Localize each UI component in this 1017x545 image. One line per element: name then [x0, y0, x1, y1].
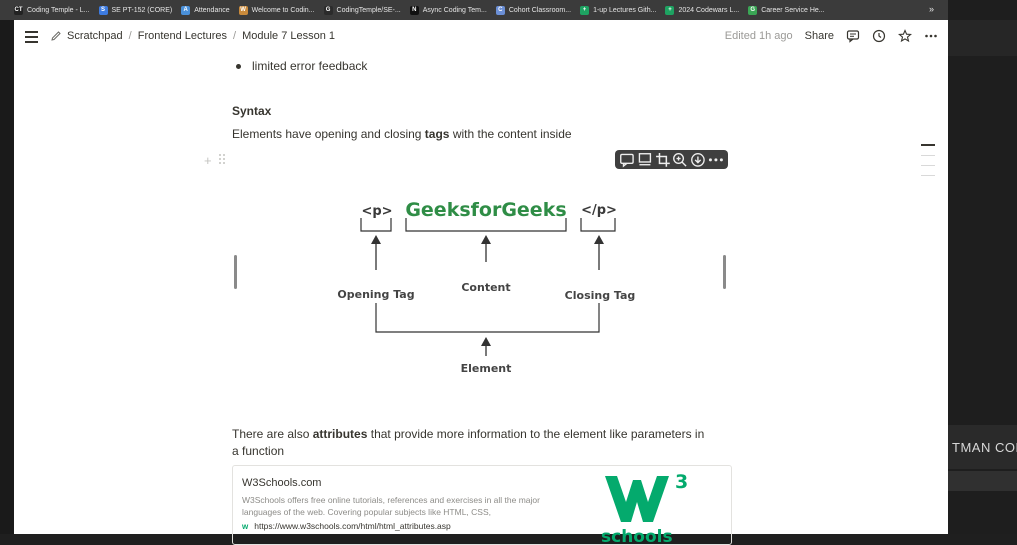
section-heading: Syntax: [232, 104, 272, 118]
bookmark-favicon-icon: G: [323, 5, 333, 15]
bookmark-label: 2024 Codewars L...: [678, 6, 740, 14]
bookmark-favicon-icon: A: [181, 5, 191, 15]
w3schools-logo-word: schools: [601, 527, 673, 545]
clock-icon[interactable]: [872, 29, 886, 43]
bookmark-favicon-icon: C: [495, 5, 505, 15]
drag-handle-icon[interactable]: [218, 153, 226, 165]
left-window-edge: [0, 20, 14, 534]
more-options-icon[interactable]: [707, 151, 725, 169]
breadcrumb: Scratchpad / Frontend Lectures / Module …: [50, 30, 335, 42]
comment-icon[interactable]: [618, 151, 636, 169]
bookmark-label: Attendance: [194, 6, 230, 14]
star-icon[interactable]: [898, 29, 912, 43]
bookmark-label: Career Service He...: [761, 6, 825, 14]
breadcrumb-separator: /: [233, 30, 237, 42]
breadcrumb-item-scratchpad[interactable]: Scratchpad: [67, 30, 123, 42]
bookmark-item[interactable]: CT Coding Temple - L...: [14, 5, 90, 15]
link-url: w https://www.w3schools.com/html/html_at…: [242, 521, 451, 531]
edited-timestamp: Edited 1h ago: [724, 30, 793, 42]
zoom-icon[interactable]: [671, 151, 689, 169]
bookmark-favicon-icon: W: [238, 5, 248, 15]
share-button[interactable]: Share: [804, 30, 834, 42]
bookmark-favicon-icon: N: [409, 5, 419, 15]
content-label: Content: [461, 281, 510, 294]
syntax-paragraph: Elements have opening and closing tags w…: [232, 127, 572, 141]
menu-icon[interactable]: [25, 31, 38, 43]
html-element-diagram: <p> GeeksforGeeks </p> Opening Tag Conte…: [337, 199, 636, 375]
w3schools-logo: 3 schools: [601, 471, 688, 545]
link-title: W3Schools.com: [242, 477, 322, 489]
opening-tag-text: <p>: [361, 204, 392, 219]
element-label: Element: [461, 362, 512, 375]
opening-tag-label: Opening Tag: [337, 288, 414, 301]
background-window: TMAN CONS: [948, 0, 1017, 534]
closing-tag-text: </p>: [581, 203, 617, 218]
more-options-icon[interactable]: [924, 29, 938, 43]
w3schools-logo-superscript: 3: [675, 471, 688, 493]
breadcrumb-separator: /: [128, 30, 132, 42]
block-controls: +: [204, 153, 226, 168]
crop-icon[interactable]: [654, 151, 672, 169]
bookmark-label: SE PT-152 (CORE): [111, 6, 173, 14]
bookmark-favicon-icon: CT: [14, 5, 23, 15]
top-actions: Edited 1h ago Share: [725, 29, 938, 43]
comment-icon[interactable]: [846, 29, 860, 43]
bookmark-label: Coding Temple - L...: [27, 6, 90, 14]
closing-tag-label: Closing Tag: [565, 289, 636, 302]
bookmarks-overflow-button[interactable]: »: [928, 4, 934, 14]
notion-window: Scratchpad / Frontend Lectures / Module …: [14, 20, 948, 545]
breadcrumb-item-frontend-lectures[interactable]: Frontend Lectures: [137, 30, 227, 42]
bookmark-favicon-icon: +: [665, 5, 675, 15]
w3schools-favicon-icon: w: [242, 521, 249, 531]
bookmark-favicon-icon: S: [98, 5, 108, 15]
background-window-text: TMAN CONS: [952, 440, 1017, 455]
top-bar: Scratchpad / Frontend Lectures / Module …: [14, 20, 948, 56]
download-icon[interactable]: [689, 151, 707, 169]
image-resize-handle-left[interactable]: [234, 255, 237, 289]
link-description: W3Schools offers free online tutorials, …: [242, 495, 540, 517]
bookmark-favicon-icon: G: [748, 5, 758, 15]
bookmark-label: 1-up Lectures Gith...: [593, 6, 657, 14]
bookmark-favicon-icon: +: [580, 5, 590, 15]
bookmark-label: Welcome to Codin...: [251, 6, 315, 14]
content-text: GeeksforGeeks: [405, 199, 566, 221]
link-preview-card[interactable]: W3Schools.com W3Schools offers free onli…: [232, 465, 732, 545]
bookmark-label: Async Coding Tem...: [422, 6, 487, 14]
image-toolbar: [615, 150, 728, 169]
pencil-icon: [51, 31, 61, 41]
add-block-icon[interactable]: +: [204, 153, 212, 168]
breadcrumb-item-current-page[interactable]: Module 7 Lesson 1: [242, 30, 336, 42]
image-resize-handle-right[interactable]: [723, 255, 726, 289]
caption-icon[interactable]: [636, 151, 654, 169]
bookmark-item[interactable]: +2024 Codewars L...: [665, 5, 740, 15]
bookmark-label: Cohort Classroom...: [508, 6, 572, 14]
bookmark-label: CodingTemple/SE-...: [336, 6, 401, 14]
page-outline[interactable]: [921, 144, 935, 185]
list-item: limited error feedback: [236, 59, 367, 73]
attributes-paragraph: There are also attributes that provide m…: [232, 427, 705, 458]
bookmark-item[interactable]: +1-up Lectures Gith...: [580, 5, 657, 15]
